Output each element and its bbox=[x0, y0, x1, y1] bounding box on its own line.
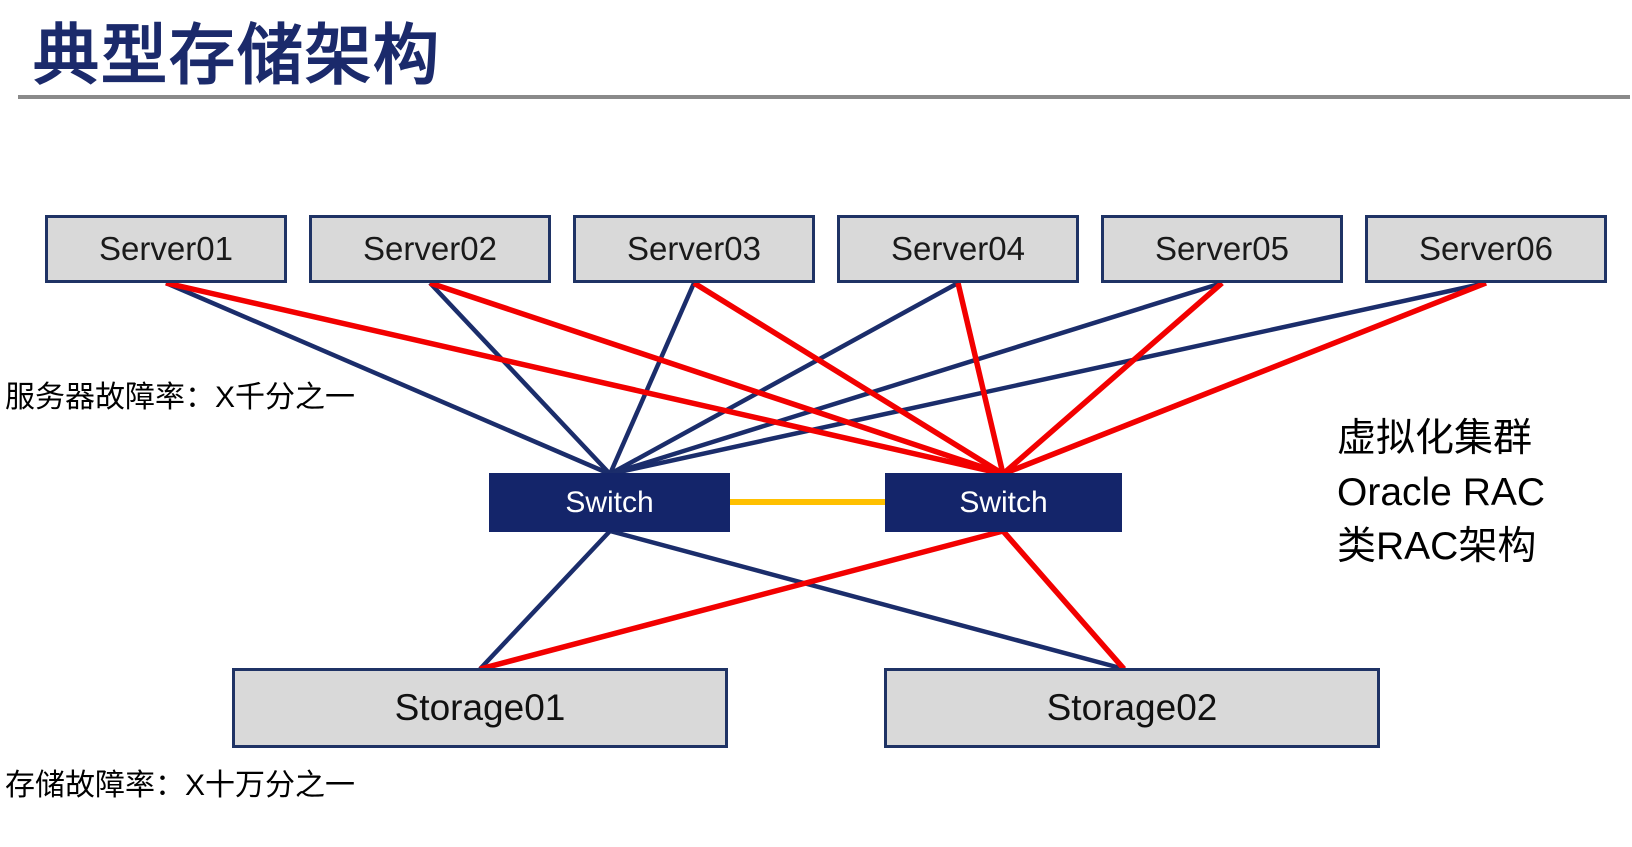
server04-label: Server04 bbox=[891, 230, 1025, 267]
storage-failure-rate-note: 存储故障率：X十万分之一 bbox=[5, 769, 356, 802]
server02-label: Server02 bbox=[363, 230, 497, 267]
server05-label: Server05 bbox=[1155, 230, 1289, 267]
storage02-label: Storage02 bbox=[1046, 687, 1218, 728]
link-server02-switch-b bbox=[429, 280, 1004, 477]
storage01-label: Storage01 bbox=[394, 687, 566, 728]
node-server01: Server01 bbox=[45, 215, 287, 283]
node-storage02: Storage02 bbox=[884, 668, 1380, 748]
cluster-note: 虚拟化集群 Oracle RAC 类RAC架构 bbox=[1337, 412, 1545, 574]
link-switch-b-storage01 bbox=[479, 528, 1004, 672]
node-server05: Server05 bbox=[1101, 215, 1343, 283]
node-switch-b: Switch bbox=[885, 473, 1122, 532]
link-server02-switch-a bbox=[428, 281, 612, 476]
page-title: 典型存储架构 bbox=[33, 18, 441, 92]
link-server05-switch-a bbox=[609, 280, 1223, 477]
link-server06-switch-b bbox=[1001, 280, 1488, 477]
link-server05-switch-b bbox=[1001, 280, 1224, 477]
cluster-note-line2: Oracle RAC bbox=[1337, 471, 1546, 514]
link-server03-switch-a bbox=[607, 282, 697, 475]
switch-a-label: Switch bbox=[565, 485, 654, 519]
link-server03-switch-b bbox=[692, 280, 1005, 477]
cluster-note-line1: 虚拟化集群 bbox=[1337, 417, 1533, 460]
title-divider bbox=[18, 95, 1630, 99]
link-server01-switch-b bbox=[165, 280, 1004, 477]
switch-b-label: Switch bbox=[959, 485, 1048, 519]
node-storage01: Storage01 bbox=[232, 668, 728, 748]
link-switch-b-storage02 bbox=[1000, 529, 1127, 671]
node-server04: Server04 bbox=[837, 215, 1079, 283]
node-switch-a: Switch bbox=[489, 473, 730, 532]
link-server06-switch-a bbox=[609, 280, 1487, 477]
server01-label: Server01 bbox=[99, 230, 233, 267]
cluster-note-line3: 类RAC架构 bbox=[1337, 525, 1537, 568]
link-switch-a-storage02 bbox=[609, 528, 1125, 672]
node-server03: Server03 bbox=[573, 215, 815, 283]
link-server01-switch-a bbox=[165, 280, 611, 477]
server06-label: Server06 bbox=[1419, 230, 1553, 267]
node-server06: Server06 bbox=[1365, 215, 1607, 283]
server-failure-rate-note: 服务器故障率：X千分之一 bbox=[5, 381, 356, 414]
link-switch-a-storage01 bbox=[478, 529, 612, 671]
node-server02: Server02 bbox=[309, 215, 551, 283]
link-server04-switch-b bbox=[955, 282, 1006, 475]
server03-label: Server03 bbox=[627, 230, 761, 267]
link-server04-switch-a bbox=[608, 281, 960, 476]
